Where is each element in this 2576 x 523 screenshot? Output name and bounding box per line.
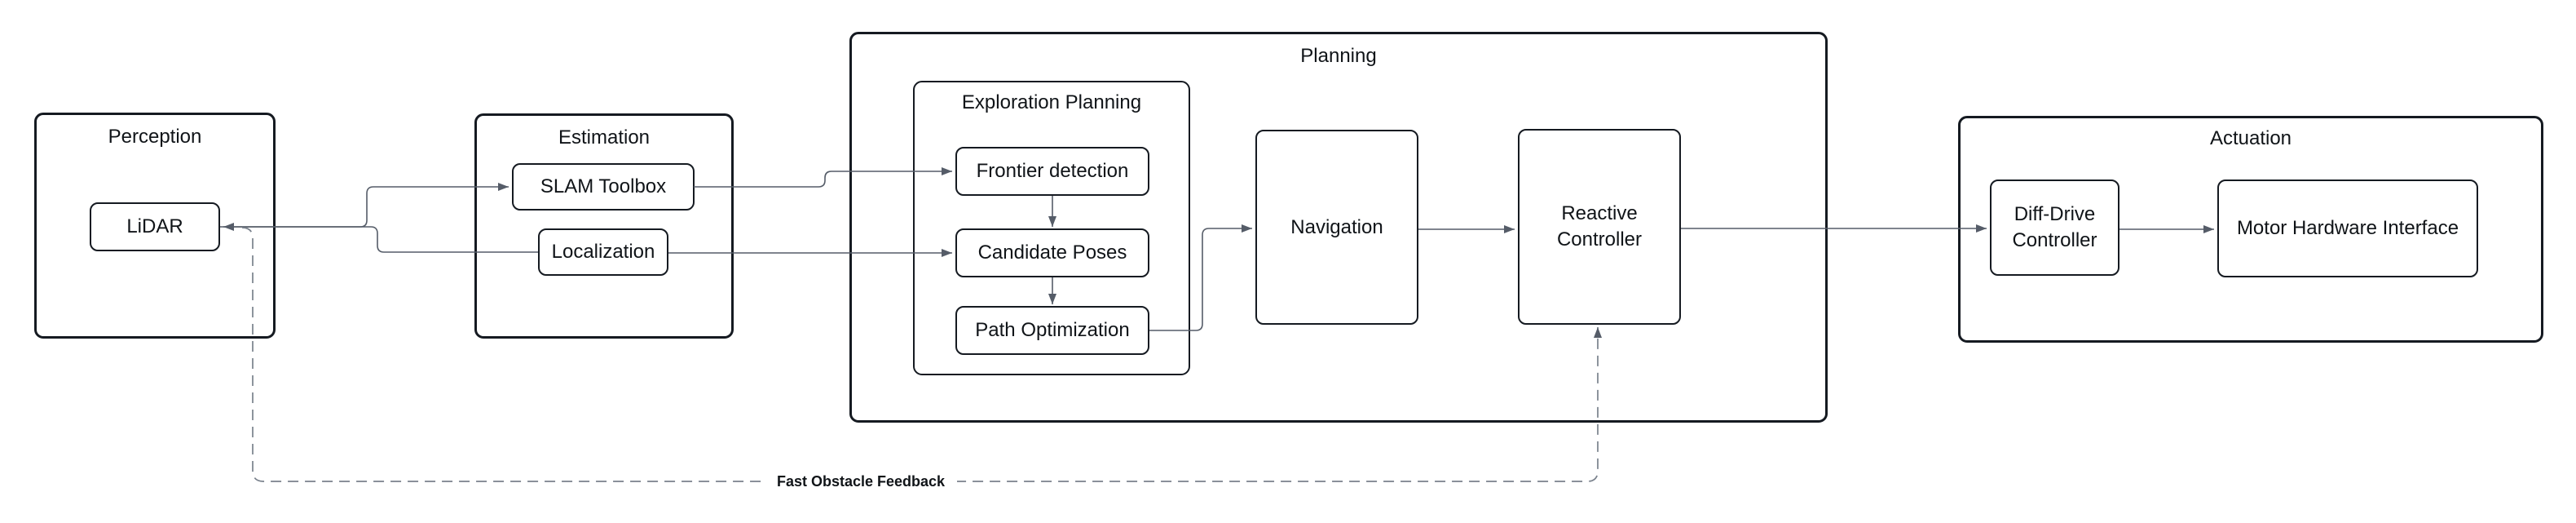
node-candidate-poses-label: Candidate Poses — [977, 242, 1127, 264]
node-slam-toolbox: SLAM Toolbox — [512, 163, 695, 211]
node-candidate-poses: Candidate Poses — [955, 228, 1149, 277]
node-navigation-label: Navigation — [1290, 215, 1383, 238]
group-perception-title: Perception — [108, 126, 202, 148]
fast-obstacle-feedback-label: Fast Obstacle Feedback — [765, 471, 957, 492]
node-motor-hardware-interface: Motor Hardware Interface — [2217, 180, 2478, 277]
group-planning-title: Planning — [1300, 45, 1377, 67]
node-diff-drive-controller-label: Diff-Drive Controller — [2012, 203, 2097, 251]
node-path-optimization: Path Optimization — [955, 306, 1149, 355]
group-estimation: Estimation — [474, 113, 734, 339]
node-path-optimization-label: Path Optimization — [975, 319, 1130, 342]
node-motor-hardware-interface-label: Motor Hardware Interface — [2236, 217, 2459, 240]
node-slam-toolbox-label: SLAM Toolbox — [540, 175, 667, 198]
node-frontier-detection-label: Frontier detection — [976, 160, 1129, 183]
node-reactive-controller: Reactive Controller — [1518, 129, 1681, 325]
group-exploration-planning-title: Exploration Planning — [961, 91, 1142, 113]
node-reactive-controller-label: Reactive Controller — [1556, 202, 1643, 250]
node-localization: Localization — [538, 228, 668, 276]
node-lidar-label: LiDAR — [126, 215, 183, 238]
node-frontier-detection: Frontier detection — [955, 147, 1149, 196]
group-actuation: Actuation — [1958, 116, 2543, 343]
node-localization-label: Localization — [551, 241, 655, 264]
node-lidar: LiDAR — [90, 202, 220, 251]
node-diff-drive-controller: Diff-Drive Controller — [1990, 180, 2119, 276]
group-actuation-title: Actuation — [2209, 127, 2292, 149]
node-navigation: Navigation — [1255, 130, 1418, 325]
group-estimation-title: Estimation — [558, 126, 651, 148]
